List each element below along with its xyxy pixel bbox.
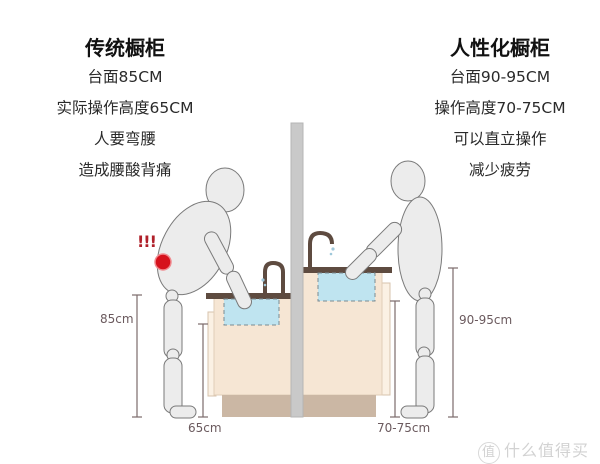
traditional-cabinet-caption: 传统橱柜 台面85CM 实际操作高度65CM 人要弯腰 造成腰酸背痛 <box>40 34 210 186</box>
caption-line: 造成腰酸背痛 <box>78 161 172 179</box>
divider-pillar <box>290 122 304 418</box>
watermark-text: 什么值得买 <box>504 441 590 460</box>
back-pain-dot <box>154 253 172 271</box>
sink-basin <box>317 272 376 302</box>
upright-mannequin <box>345 160 443 419</box>
traditional-cabinet-title: 传统橱柜 <box>85 36 165 60</box>
ergonomic-cabinet <box>299 230 392 417</box>
ergonomic-cabinet-title: 人性化橱柜 <box>450 36 550 60</box>
alert-exclamation-icon: !!! <box>137 232 157 251</box>
caption-line: 减少疲劳 <box>468 161 531 179</box>
dimension-lines <box>132 267 458 418</box>
ergonomic-cabinet-caption: 人性化橱柜 台面90-95CM 操作高度70-75CM 可以直立操作 减少疲劳 <box>415 34 585 186</box>
caption-line: 人要弯腰 <box>93 130 156 148</box>
caption-line: 操作高度70-75CM <box>434 99 566 117</box>
traditional-cabinet <box>206 260 294 417</box>
caption-line: 台面90-95CM <box>449 68 551 86</box>
caption-line: 实际操作高度65CM <box>56 99 194 117</box>
left-counter-height-label: 85cm <box>100 312 134 326</box>
left-working-height-label: 65cm <box>188 421 222 435</box>
right-working-height-label: 70-75cm <box>377 421 431 435</box>
caption-line: 台面85CM <box>87 68 163 86</box>
faucet-icon <box>308 230 334 267</box>
caption-line: 可以直立操作 <box>453 130 547 148</box>
bending-mannequin <box>156 167 252 419</box>
faucet-icon <box>263 260 285 293</box>
right-counter-height-label: 90-95cm <box>459 313 513 327</box>
watermark: 值什么值得买 <box>478 437 589 464</box>
watermark-logo-icon: 值 <box>478 442 500 464</box>
